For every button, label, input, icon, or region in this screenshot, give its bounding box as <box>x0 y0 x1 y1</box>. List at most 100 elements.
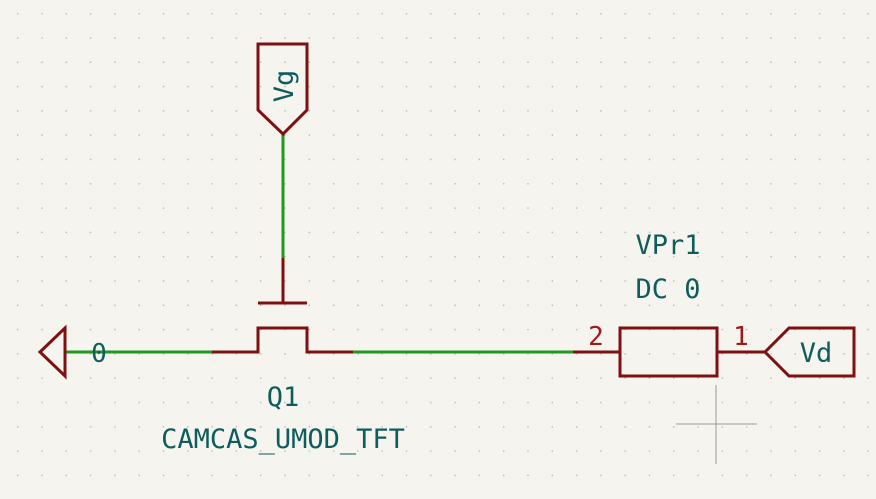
ground-port-symbol[interactable] <box>37 324 67 380</box>
grid-dot <box>746 377 748 379</box>
grid-dot <box>600 304 602 306</box>
grid-dot <box>818 134 821 136</box>
grid-dot <box>405 207 408 209</box>
vg-port-outline <box>256 42 309 137</box>
q1-reference[interactable]: Q1 <box>267 382 300 413</box>
grid-dot <box>41 304 43 306</box>
grid-dot <box>575 231 578 234</box>
grid-dot <box>721 450 724 452</box>
grid-dot <box>65 37 67 39</box>
grid-dot <box>357 304 359 306</box>
grid-dot <box>138 158 140 161</box>
grid-dot <box>867 474 869 477</box>
grid-dot <box>65 231 67 234</box>
grid-dot <box>308 280 310 282</box>
grid-dot <box>794 61 796 63</box>
grid-dot <box>770 13 772 15</box>
grid-dot <box>818 158 821 161</box>
grid-dot <box>381 183 383 185</box>
grid-dot <box>600 280 602 282</box>
grid-dot <box>332 280 335 282</box>
grid-dot <box>41 280 43 282</box>
grid-dot <box>746 61 748 63</box>
grid-dot <box>600 158 602 161</box>
grid-dot <box>527 13 529 15</box>
grid-dot <box>260 450 262 452</box>
grid-dot <box>624 377 626 379</box>
grid-dot <box>332 13 335 15</box>
grid-dot <box>454 328 456 331</box>
grid-dot <box>405 231 408 234</box>
grid-dot <box>235 37 238 39</box>
grid-dot <box>17 328 19 331</box>
grid-dot <box>17 110 19 112</box>
grid-dot <box>89 353 92 355</box>
grid-dot <box>867 328 869 331</box>
grid-dot <box>818 37 821 39</box>
grid-dot <box>381 304 383 306</box>
grid-dot <box>65 134 67 136</box>
voltage-probe-vpr1[interactable] <box>573 326 765 378</box>
grid-dot <box>527 353 529 355</box>
grid-dot <box>697 85 699 88</box>
grid-dot <box>746 450 748 452</box>
grid-dot <box>867 450 869 452</box>
grid-dot <box>454 280 456 282</box>
grid-dot <box>794 256 796 258</box>
grid-dot <box>770 377 772 379</box>
grid-dot <box>405 474 408 477</box>
grid-dot <box>551 85 553 88</box>
grid-dot <box>65 401 67 404</box>
grid-dot <box>843 134 845 136</box>
grid-dot <box>867 256 869 258</box>
grid-dot <box>187 328 189 331</box>
grid-dot <box>162 474 165 477</box>
grid-dot <box>235 110 238 112</box>
grid-dot <box>527 207 529 209</box>
grid-dot <box>187 207 189 209</box>
grid-dot <box>405 37 408 39</box>
grid-dot <box>648 134 651 136</box>
grid-dot <box>332 474 335 477</box>
grid-dot <box>65 426 67 428</box>
transistor-q1[interactable] <box>212 258 353 354</box>
grid-dot <box>697 450 699 452</box>
grid-dot <box>478 426 481 428</box>
grid-dot <box>770 158 772 161</box>
grid-dot <box>308 377 310 379</box>
grid-dot <box>721 328 724 331</box>
grid-dot <box>551 304 553 306</box>
grid-dot <box>843 158 845 161</box>
grid-dot <box>17 304 19 306</box>
grid-dot <box>138 61 140 63</box>
grid-dot <box>114 207 116 209</box>
grid-dot <box>284 328 286 331</box>
grid-dot <box>697 280 699 282</box>
grid-dot <box>332 85 335 88</box>
grid-dot <box>478 377 481 379</box>
grid-dot <box>65 207 67 209</box>
grid-dot <box>697 183 699 185</box>
grid-dot <box>746 328 748 331</box>
grid-dot <box>357 61 359 63</box>
grid-dot <box>260 134 262 136</box>
probe-reference[interactable]: VPr1 <box>635 230 700 261</box>
vg-port-label[interactable]: Vg <box>256 42 309 137</box>
grid-dot <box>575 158 578 161</box>
grid-dot <box>260 401 262 404</box>
grid-dot <box>41 256 43 258</box>
q1-value[interactable]: CAMCAS_UMOD_TFT <box>161 424 405 455</box>
grid-dot <box>648 353 651 355</box>
grid-dot <box>138 207 140 209</box>
grid-dot <box>89 401 92 404</box>
grid-dot <box>843 401 845 404</box>
grid-dot <box>381 377 383 379</box>
grid-dot <box>187 134 189 136</box>
probe-value[interactable]: DC 0 <box>635 274 700 305</box>
grid-dot <box>357 207 359 209</box>
grid-dot <box>818 280 821 282</box>
grid-dot <box>648 256 651 258</box>
grid-dot <box>551 256 553 258</box>
vd-port-label[interactable]: Vd <box>762 326 856 378</box>
